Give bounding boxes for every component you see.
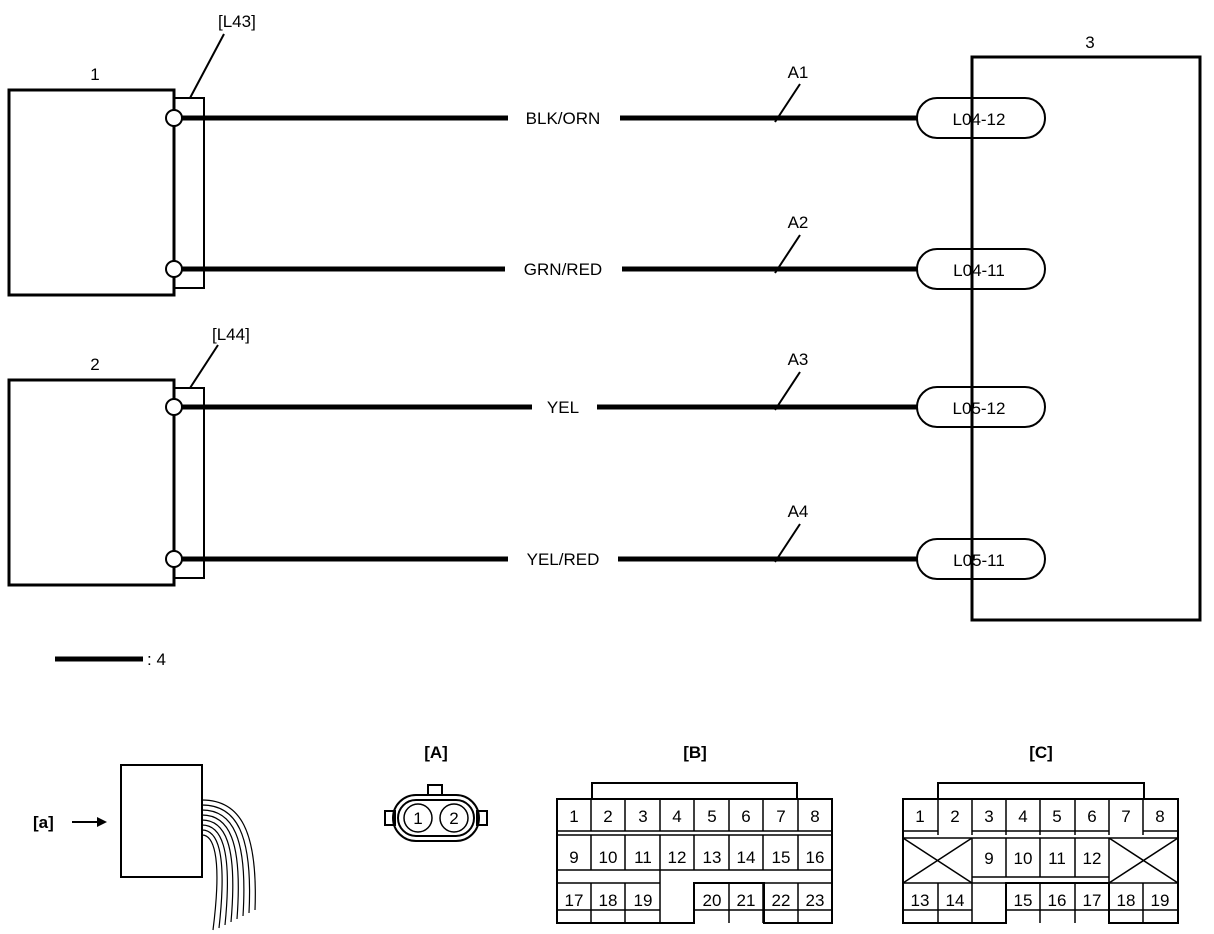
wire-a3-id: A3	[788, 350, 809, 369]
view-B-pin-5: 5	[707, 807, 716, 826]
terminal-l04-11: L04-11	[953, 261, 1005, 280]
view-C-pin-15: 15	[1014, 891, 1033, 910]
view-C-pin-6: 6	[1087, 807, 1096, 826]
view-a-label: [a]	[33, 813, 54, 832]
view-C-pin-13: 13	[911, 891, 930, 910]
legend-label: : 4	[147, 650, 166, 669]
view-C-pin-16: 16	[1048, 891, 1067, 910]
wire-bundle	[201, 799, 256, 931]
view-B-pin-4: 4	[672, 807, 681, 826]
view-B-pin-2: 2	[603, 807, 612, 826]
view-B-pin-20: 20	[703, 891, 722, 910]
connector-view-B: [B]	[556, 743, 833, 924]
connector-view-A: [A] 1 2	[384, 743, 488, 842]
connector-side-view: [a]	[33, 764, 256, 931]
view-C-pin-8: 8	[1155, 807, 1164, 826]
view-A-pin-1: 1	[413, 809, 422, 828]
view-B-pin-23: 23	[806, 891, 825, 910]
view-C-pin-3: 3	[984, 807, 993, 826]
view-A-pin-2: 2	[449, 809, 458, 828]
wire-a1: BLK/ORN A1 L04-12	[165, 63, 1046, 139]
wire-a3: YEL A3 L05-12	[165, 350, 1046, 428]
component-1-label: 1	[90, 65, 99, 84]
view-B-pin-16: 16	[806, 848, 825, 867]
wire-a2-color: GRN/RED	[524, 260, 602, 279]
wire-a1-color: BLK/ORN	[526, 109, 601, 128]
view-C-pin-1: 1	[915, 807, 924, 826]
view-B-pin-13: 13	[703, 848, 722, 867]
view-B-pin-11: 11	[634, 848, 652, 867]
view-C-pin-7: 7	[1121, 807, 1130, 826]
view-B-pin-22: 22	[772, 891, 791, 910]
wire-a2: GRN/RED A2 L04-11	[165, 213, 1046, 290]
component-2: 2 [L44]	[7, 325, 250, 587]
view-C-pin-19: 19	[1151, 891, 1170, 910]
view-B-pin-19: 19	[634, 891, 653, 910]
view-C-pin-4: 4	[1018, 807, 1027, 826]
connector-view-C: [C]	[902, 743, 1179, 924]
component-3: 3	[970, 33, 1202, 622]
legend: : 4	[55, 650, 166, 669]
view-C-pin-9: 9	[984, 849, 993, 868]
wire-a4: YEL/RED A4 L05-11	[165, 502, 1046, 580]
component-3-label: 3	[1085, 33, 1094, 52]
pin-circle	[165, 109, 183, 127]
wire-a3-color: YEL	[547, 398, 579, 417]
wire-a2-id: A2	[788, 213, 809, 232]
view-C-label: [C]	[1029, 743, 1053, 762]
terminal-l05-11: L05-11	[953, 551, 1005, 570]
view-B-pin-10: 10	[599, 848, 618, 867]
view-B-label: [B]	[683, 743, 707, 762]
view-C-pin-10: 10	[1014, 849, 1033, 868]
view-B-pin-18: 18	[599, 891, 618, 910]
view-C-pin-2: 2	[950, 807, 959, 826]
view-B-pin-9: 9	[569, 848, 578, 867]
view-A-label: [A]	[424, 743, 448, 762]
view-C-pin-14: 14	[946, 891, 965, 910]
pin-circle	[165, 398, 183, 416]
view-C-pin-17: 17	[1083, 891, 1102, 910]
pin-circle	[165, 260, 183, 278]
pin-circle	[165, 550, 183, 568]
terminal-l04-12: L04-12	[953, 110, 1006, 129]
view-B-pin-1: 1	[569, 807, 578, 826]
view-B-pin-8: 8	[810, 807, 819, 826]
wire-a1-id: A1	[788, 63, 809, 82]
view-B-pin-3: 3	[638, 807, 647, 826]
arrow-right-icon	[97, 817, 107, 827]
view-C-pin-12: 12	[1083, 849, 1102, 868]
connector-l43-label: [L43]	[218, 12, 256, 31]
component-1: 1 [L43]	[7, 12, 256, 297]
component-2-label: 2	[90, 355, 99, 374]
wire-a4-id: A4	[788, 502, 809, 521]
view-B-pin-14: 14	[737, 848, 756, 867]
wire-a4-color: YEL/RED	[527, 550, 600, 569]
view-C-pin-11: 11	[1048, 849, 1066, 868]
view-B-pin-7: 7	[776, 807, 785, 826]
view-C-pin-18: 18	[1117, 891, 1136, 910]
view-B-pin-12: 12	[668, 848, 687, 867]
view-B-pin-15: 15	[772, 848, 791, 867]
view-C-pin-5: 5	[1052, 807, 1061, 826]
view-B-pin-17: 17	[565, 891, 584, 910]
terminal-l05-12: L05-12	[953, 399, 1006, 418]
connector-l44-label: [L44]	[212, 325, 250, 344]
view-B-pin-21: 21	[737, 891, 756, 910]
view-B-pin-6: 6	[741, 807, 750, 826]
